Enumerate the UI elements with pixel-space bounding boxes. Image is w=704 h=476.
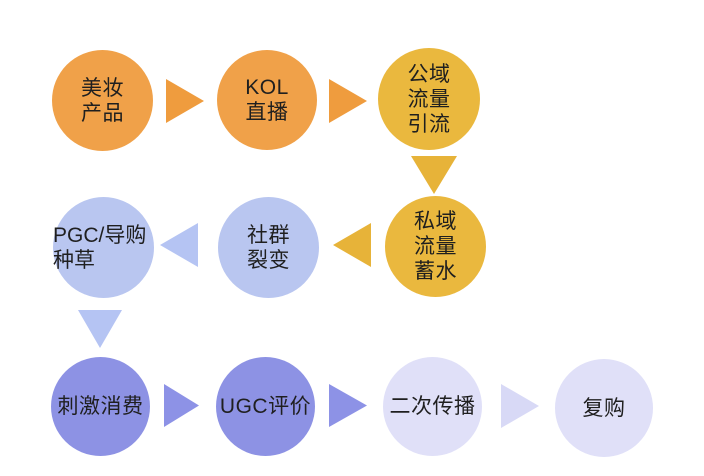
arrow-stimulate-to-ugc-icon <box>164 384 199 427</box>
node-repurchase: 复购 <box>555 359 653 457</box>
arrow-community-to-pgc-icon <box>160 223 198 267</box>
node-label-line: 蓄水 <box>414 260 457 283</box>
node-beauty-product: 美妆产品 <box>52 50 153 151</box>
arrow-public-to-private-icon <box>411 156 457 194</box>
node-label-line: KOL <box>245 76 289 99</box>
node-label-line: 社群 <box>247 223 290 247</box>
node-label-line: 种草 <box>53 248 95 272</box>
node-community-fission: 社群裂变 <box>218 197 319 298</box>
node-label-line: 私域 <box>414 210 457 233</box>
node-label-line: 引流 <box>407 112 451 136</box>
node-label-line: 流量 <box>407 87 451 111</box>
node-label: 美妆产品 <box>81 76 124 126</box>
node-label-line: UGC评价 <box>219 395 312 418</box>
node-label-line: 美妆 <box>81 76 124 100</box>
node-label: 复购 <box>583 396 626 421</box>
arrow-pgc-to-stimulate-icon <box>78 310 122 348</box>
node-label-line: PGC/导购 <box>53 223 147 247</box>
node-pgc-guide-seeding: PGC/导购种草 <box>53 197 154 298</box>
node-label: 公域流量引流 <box>408 62 451 137</box>
node-ugc-review: UGC评价 <box>216 357 315 456</box>
arrow-beauty-to-kol-icon <box>166 79 204 123</box>
node-label: UGC评价 <box>220 394 311 419</box>
arrow-private-to-community-icon <box>333 223 371 267</box>
node-label: PGC/导购种草 <box>53 223 154 273</box>
node-label-line: 流量 <box>414 235 457 258</box>
arrow-secondary-to-repurchase-icon <box>501 384 539 428</box>
node-label-line: 公域 <box>407 62 451 86</box>
arrow-kol-to-public-icon <box>329 79 367 123</box>
arrow-ugc-to-secondary-icon <box>329 384 367 427</box>
node-label: 刺激消费 <box>58 394 144 419</box>
node-secondary-spread: 二次传播 <box>383 357 482 456</box>
node-public-traffic-inflow: 公域流量引流 <box>378 48 480 150</box>
node-label-line: 裂变 <box>247 248 290 272</box>
node-label: 社群裂变 <box>247 223 290 273</box>
node-label-line: 产品 <box>81 101 124 125</box>
node-label-line: 直播 <box>245 101 289 124</box>
node-label-line: 刺激消费 <box>57 395 144 418</box>
node-label-line: 复购 <box>582 396 626 420</box>
node-private-traffic-pool: 私域流量蓄水 <box>385 196 486 297</box>
node-label: 二次传播 <box>390 394 476 419</box>
node-label-line: 二次传播 <box>389 395 476 418</box>
node-label: 私域流量蓄水 <box>414 209 457 284</box>
node-stimulate-consumption: 刺激消费 <box>51 357 150 456</box>
